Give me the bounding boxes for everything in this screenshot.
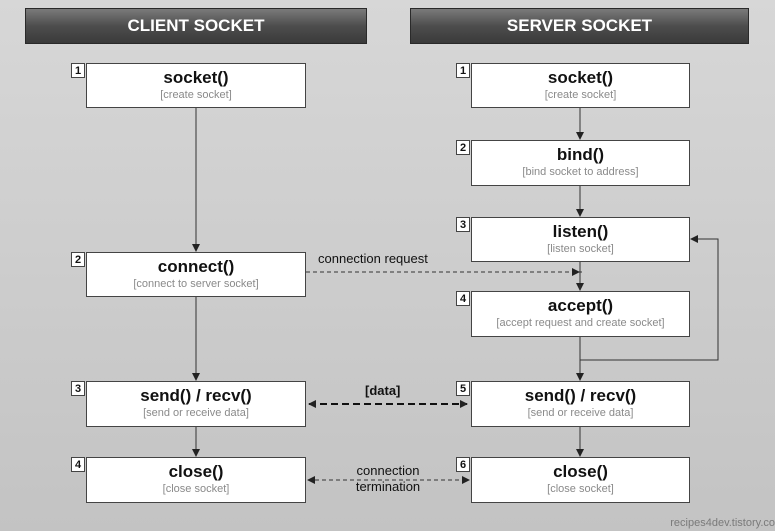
step-number: 2 bbox=[71, 252, 85, 267]
step-number: 4 bbox=[456, 291, 470, 306]
function-description: [send or receive data] bbox=[143, 407, 249, 419]
server-accept-box: 4 accept() [accept request and create so… bbox=[456, 291, 690, 337]
function-name: bind() bbox=[556, 145, 605, 164]
termination-line-1: connection bbox=[356, 463, 420, 478]
connection-termination-label: connection termination bbox=[338, 463, 438, 495]
function-name: connect() bbox=[157, 257, 235, 276]
function-name: close() bbox=[553, 462, 608, 481]
function-name: close() bbox=[168, 462, 224, 481]
termination-line-2: termination bbox=[355, 479, 421, 494]
step-number: 1 bbox=[71, 63, 85, 78]
connection-request-label: connection request bbox=[318, 251, 428, 266]
client-connect-box: 2 connect() [connect to server socket] bbox=[71, 252, 306, 297]
function-description: [send or receive data] bbox=[527, 407, 634, 419]
arrow-connection-request bbox=[306, 271, 581, 290]
client-socket-box: 1 socket() [create socket] bbox=[71, 63, 306, 108]
server-socket-box: 1 socket() [create socket] bbox=[456, 63, 690, 108]
function-description: [accept request and create socket] bbox=[496, 317, 665, 329]
data-label: [data] bbox=[365, 383, 401, 398]
step-number: 2 bbox=[456, 140, 470, 155]
server-socket-header: SERVER SOCKET bbox=[410, 8, 749, 44]
watermark: recipes4dev.tistory.co bbox=[670, 517, 775, 529]
client-close-box: 4 close() [close socket] bbox=[71, 457, 306, 503]
function-description: [connect to server socket] bbox=[133, 278, 259, 290]
function-name: socket() bbox=[163, 68, 229, 87]
function-description: [listen socket] bbox=[547, 243, 614, 255]
function-description: [create socket] bbox=[160, 89, 232, 101]
function-name: send() / recv() bbox=[524, 386, 637, 405]
step-number: 4 bbox=[71, 457, 85, 472]
server-send-recv-box: 5 send() / recv() [send or receive data] bbox=[456, 381, 690, 427]
step-number: 3 bbox=[456, 217, 470, 232]
step-number: 5 bbox=[456, 381, 470, 396]
step-number: 3 bbox=[71, 381, 85, 396]
function-description: [bind socket to address] bbox=[522, 166, 639, 178]
arrow-accept-loop-to-listen bbox=[580, 235, 719, 361]
function-description: [create socket] bbox=[544, 89, 617, 101]
server-close-box: 6 close() [close socket] bbox=[456, 457, 690, 503]
step-number: 6 bbox=[456, 457, 470, 472]
function-name: socket() bbox=[547, 68, 614, 87]
client-send-recv-box: 3 send() / recv() [send or receive data] bbox=[71, 381, 306, 427]
function-name: listen() bbox=[552, 222, 609, 241]
step-number: 1 bbox=[456, 63, 470, 78]
function-name: accept() bbox=[547, 296, 614, 315]
server-listen-box: 3 listen() [listen socket] bbox=[456, 217, 690, 262]
function-description: [close socket] bbox=[162, 483, 230, 495]
client-socket-header: CLIENT SOCKET bbox=[25, 8, 367, 44]
function-name: send() / recv() bbox=[140, 386, 252, 405]
server-bind-box: 2 bind() [bind socket to address] bbox=[456, 140, 690, 186]
function-description: [close socket] bbox=[547, 483, 614, 495]
